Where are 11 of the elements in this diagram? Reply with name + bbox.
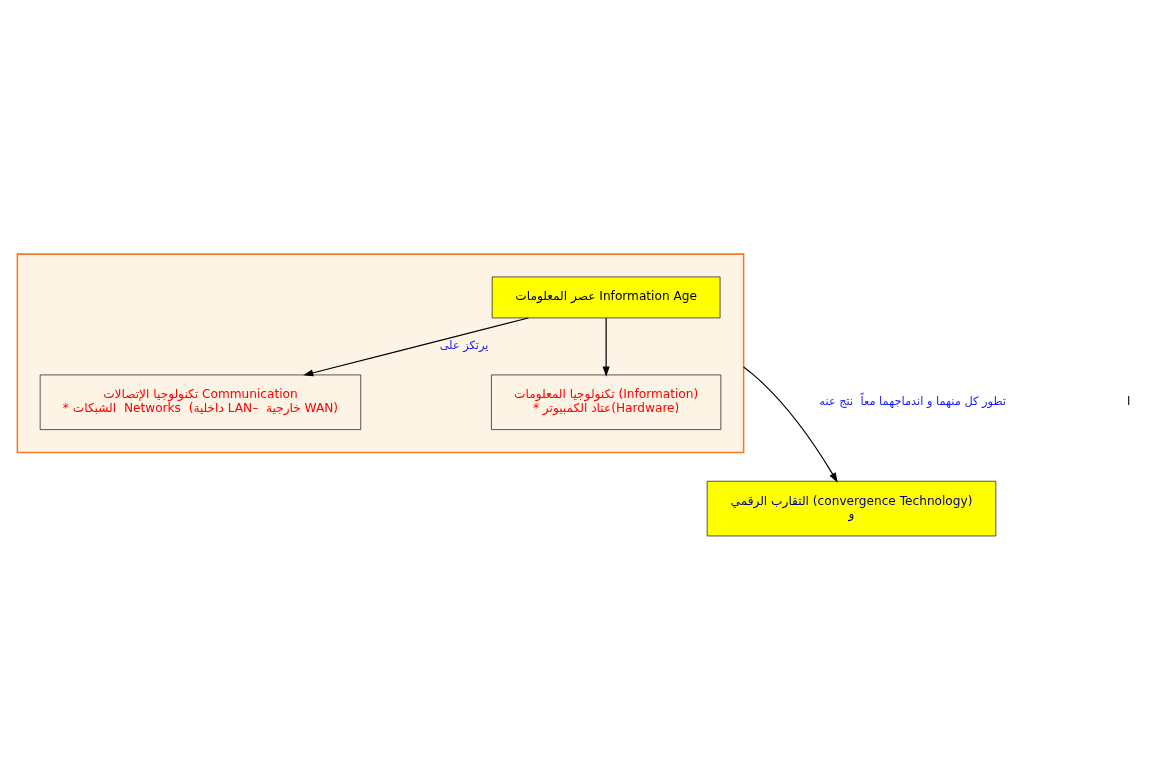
edge-label: يرتكز على <box>439 337 489 352</box>
arrow <box>602 317 610 377</box>
edge-label: تطور كل منهما و اندماجهما معاً نتج عنه <box>819 393 1006 408</box>
cluster <box>16 252 745 453</box>
node-box: عصر المعلومات Information Age <box>491 276 721 318</box>
node-box: التقارب الرقمي (convergence Technology) و <box>706 480 997 536</box>
node-box: تكنولوجيا الإتصالات Communication * الشبكات Networks (داخلية LAN– خارجية WAN) <box>39 374 362 430</box>
node-box: تكنولوجيا المعلومات (Information) * عتاد الكمبيوتر(Hardware) <box>491 374 722 430</box>
label: ا <box>1127 393 1131 408</box>
arrow <box>743 365 838 483</box>
arrow <box>303 316 529 376</box>
